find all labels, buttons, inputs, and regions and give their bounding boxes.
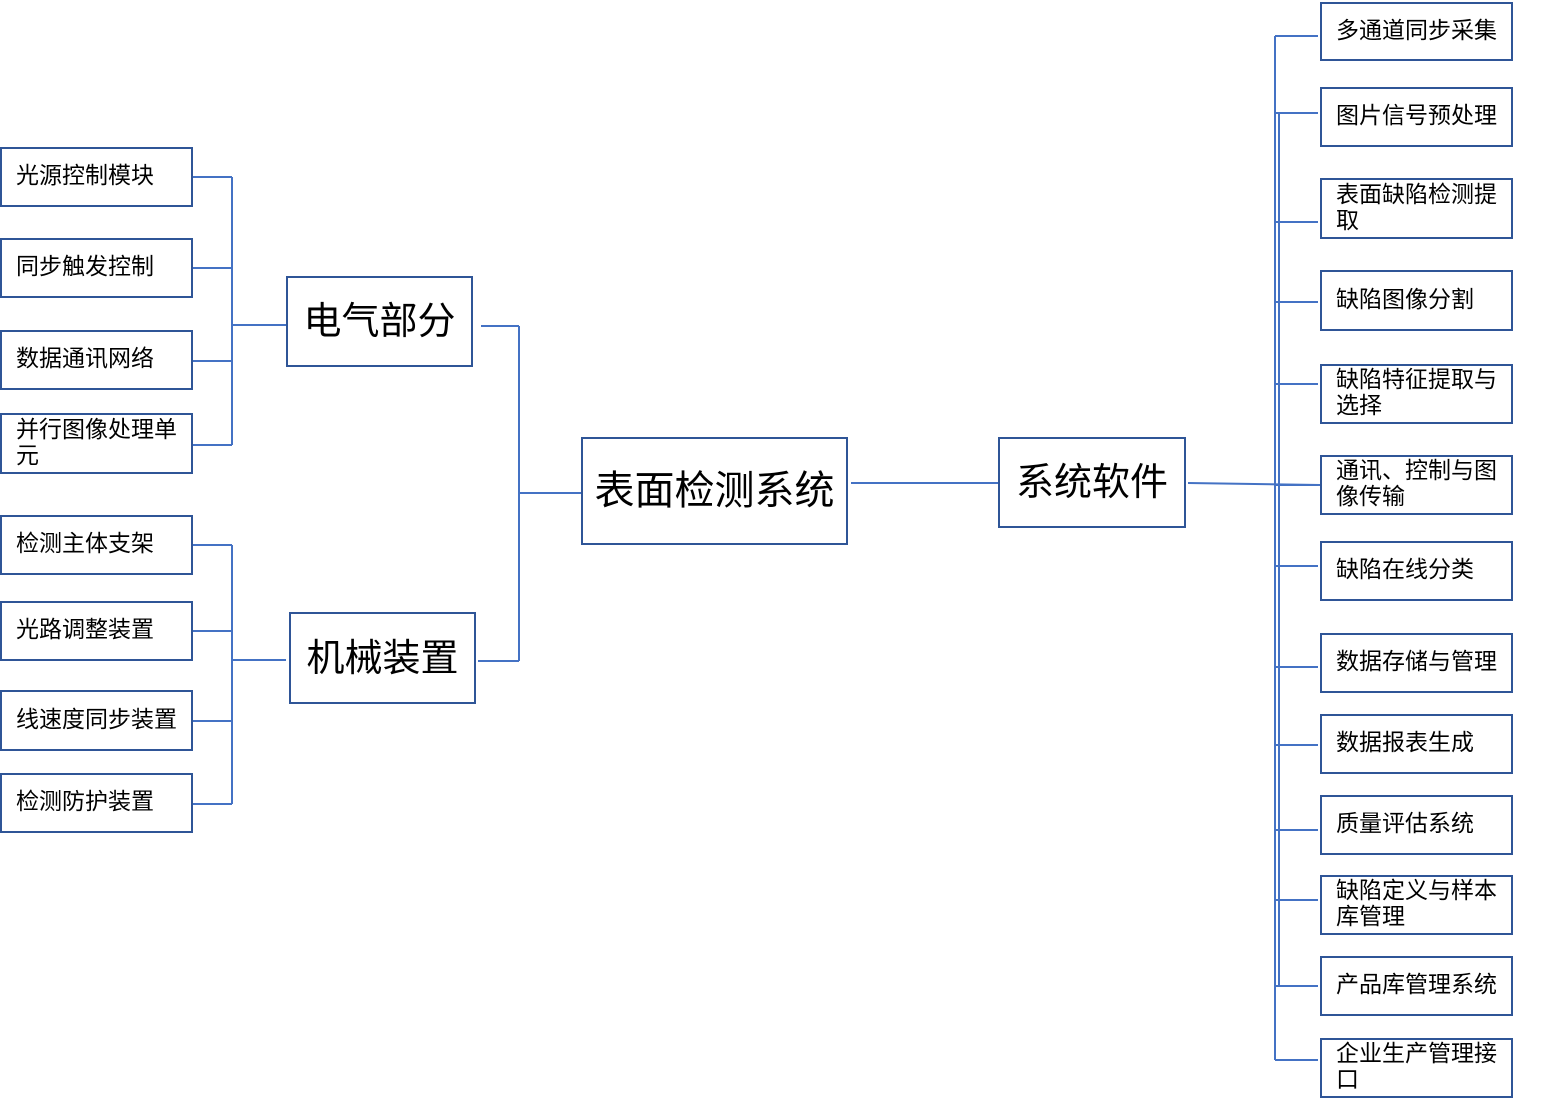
electrical-label: 电气部分 xyxy=(303,299,456,344)
software-item: 表面缺陷检测提取 xyxy=(1320,178,1513,239)
mechanical-item-label: 光路调整装置 xyxy=(16,617,154,644)
software-item: 图片信号预处理 xyxy=(1320,87,1513,147)
electrical-item: 同步触发控制 xyxy=(0,238,193,298)
software-node: 系统软件 xyxy=(998,437,1186,528)
root-node: 表面检测系统 xyxy=(581,437,848,545)
software-item-label: 表面缺陷检测提取 xyxy=(1336,181,1497,234)
software-item-label: 产品库管理系统 xyxy=(1336,972,1497,999)
software-item-label: 多通道同步采集 xyxy=(1336,17,1497,44)
software-item: 数据报表生成 xyxy=(1320,714,1513,774)
mechanical-label: 机械装置 xyxy=(306,635,459,680)
electrical-item-label: 并行图像处理单元 xyxy=(16,416,177,469)
mechanical-item: 检测防护装置 xyxy=(0,773,193,833)
software-item: 通讯、控制与图像传输 xyxy=(1320,455,1513,515)
software-item-label: 缺陷图像分割 xyxy=(1336,286,1474,313)
software-item: 多通道同步采集 xyxy=(1320,2,1513,61)
electrical-item: 并行图像处理单元 xyxy=(0,413,193,474)
software-item: 数据存储与管理 xyxy=(1320,633,1513,693)
mechanical-item: 检测主体支架 xyxy=(0,515,193,575)
software-item-label: 企业生产管理接口 xyxy=(1336,1041,1497,1093)
mechanical-item-label: 线速度同步装置 xyxy=(16,706,177,733)
electrical-item: 光源控制模块 xyxy=(0,147,193,207)
software-item: 质量评估系统 xyxy=(1320,795,1513,855)
mechanical-item: 光路调整装置 xyxy=(0,601,193,661)
mechanical-node: 机械装置 xyxy=(289,612,476,704)
software-label: 系统软件 xyxy=(1015,460,1168,505)
software-item-label: 缺陷定义与样本库管理 xyxy=(1336,878,1497,930)
software-item-label: 质量评估系统 xyxy=(1336,811,1474,838)
software-item: 企业生产管理接口 xyxy=(1320,1038,1513,1098)
software-item-label: 数据报表生成 xyxy=(1336,730,1474,757)
root-label: 表面检测系统 xyxy=(594,467,835,514)
electrical-item-label: 同步触发控制 xyxy=(16,254,154,281)
software-item-label: 缺陷特征提取与选择 xyxy=(1336,367,1497,419)
electrical-item-label: 光源控制模块 xyxy=(16,163,154,190)
software-item: 缺陷图像分割 xyxy=(1320,270,1513,331)
software-item: 缺陷在线分类 xyxy=(1320,541,1513,601)
software-item: 产品库管理系统 xyxy=(1320,956,1513,1016)
software-item: 缺陷特征提取与选择 xyxy=(1320,364,1513,424)
software-item-label: 通讯、控制与图像传输 xyxy=(1336,458,1497,510)
mechanical-item-label: 检测主体支架 xyxy=(16,531,154,558)
software-item-label: 数据存储与管理 xyxy=(1336,649,1497,676)
electrical-item: 数据通讯网络 xyxy=(0,330,193,390)
mechanical-item-label: 检测防护装置 xyxy=(16,789,154,816)
software-item: 缺陷定义与样本库管理 xyxy=(1320,875,1513,935)
software-item-label: 图片信号预处理 xyxy=(1336,103,1497,130)
software-item-label: 缺陷在线分类 xyxy=(1336,557,1474,584)
electrical-node: 电气部分 xyxy=(286,276,473,367)
mechanical-item: 线速度同步装置 xyxy=(0,690,193,751)
electrical-item-label: 数据通讯网络 xyxy=(16,346,154,373)
